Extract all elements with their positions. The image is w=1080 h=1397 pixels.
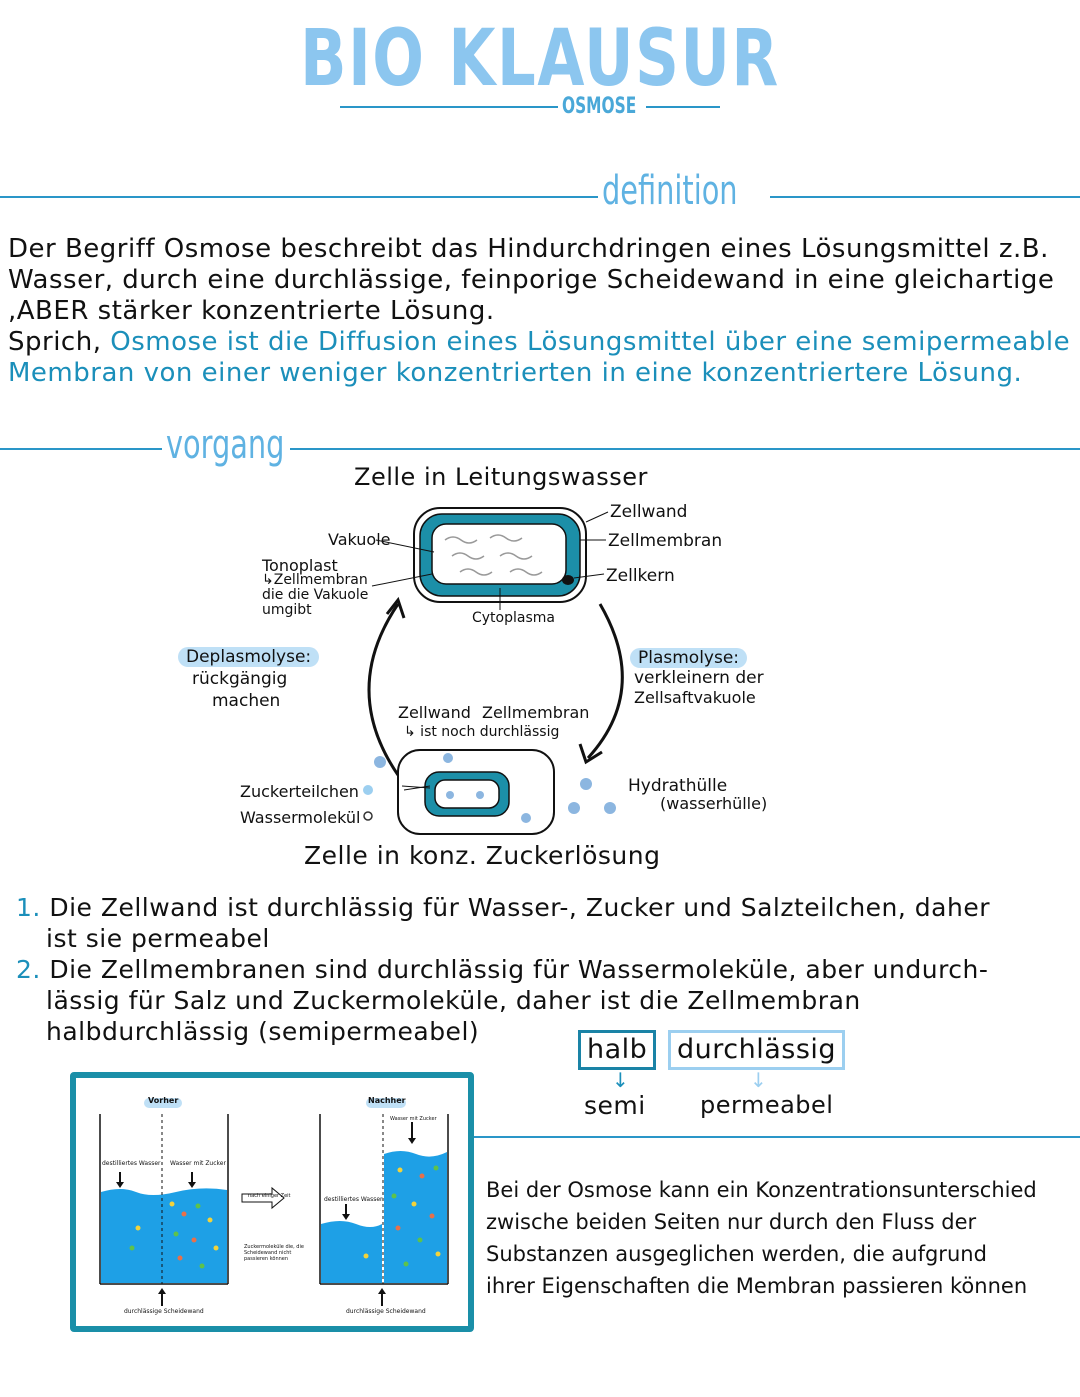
fig-scheidewand-right: durchlässige Scheidewand (346, 1308, 426, 1315)
deplasmolyse-line: machen (212, 691, 281, 711)
fig-wasser-zucker-right: Wasser mit Zucker (390, 1116, 437, 1122)
list-text: ist sie permeabel (46, 924, 270, 953)
top-cell-nucleus (562, 575, 574, 585)
diagram-bottom-title: Zelle in konz. Zuckerlösung (304, 841, 661, 870)
numbered-list: 1. Die Zellwand ist durchlässig für Wass… (16, 892, 1076, 1047)
label-zellkern: Zellkern (606, 566, 675, 586)
definition-line: ,ABER stärker konzentrierte Lösung. (8, 296, 495, 326)
definition-line: Der Begriff Osmose beschreibt das Hindur… (8, 234, 1049, 264)
vorgang-heading: vorgang (166, 422, 285, 468)
fig-wasser-zucker-left: Wasser mit Zucker (170, 1160, 226, 1167)
fig-nach-zeit: nach einiger Zeit (248, 1193, 291, 1199)
word-halb: halb (578, 1030, 657, 1070)
definition-rule-left (0, 196, 598, 198)
tonoplast-line: ↳Zellmembran (262, 572, 368, 588)
diagram-top-title: Zelle in Leitungswasser (354, 463, 648, 491)
label-zellwand: Zellwand (610, 502, 688, 522)
legend-zuckerteilchen: Zuckerteilchen (240, 782, 359, 801)
conclusion-line: Bei der Osmose kann ein Konzentrationsun… (486, 1178, 1037, 1202)
label-bottom-zellwand: Zellwand (398, 703, 471, 722)
label-zellmembran: Zellmembran (608, 531, 723, 551)
plasmolyse-line: Zellsaftvakuole (634, 688, 756, 707)
fig-destilliertes-left: destilliertes Wasser (102, 1160, 161, 1167)
deplasmolyse-line: rückgängig (192, 669, 288, 689)
list-text: lässig für Salz und Zuckermoleküle, dahe… (46, 986, 861, 1015)
conclusion-rule (472, 1136, 1080, 1138)
label-hydrathuelle: Hydrathülle (628, 776, 728, 796)
fig-nachher: Nachher (368, 1096, 406, 1105)
list-item: 1. Die Zellwand ist durchlässig für Wass… (16, 892, 1076, 923)
word-permeabel: permeabel (700, 1091, 834, 1119)
arrow-down-icon: ↓ (750, 1068, 767, 1092)
osmosis-figure-drawing (99, 1098, 449, 1306)
osmosis-figure: Vorher Nachher destilliertes Wasser Wass… (70, 1072, 474, 1332)
fig-scheidewand-left: durchlässige Scheidewand (124, 1308, 204, 1315)
list-number: 2. (16, 955, 41, 984)
cell-diagram (363, 507, 624, 835)
conclusion-line: ihrer Eigenschaften die Membran passiere… (486, 1274, 1028, 1298)
tonoplast-line: die die Vakuole (262, 587, 369, 603)
definition-prefix: Sprich, (8, 327, 111, 357)
plasmolyse-line: verkleinern der (634, 668, 764, 688)
conclusion-line: zwische beiden Seiten nur durch den Flus… (486, 1210, 977, 1234)
label-vakuole: Vakuole (328, 530, 391, 549)
tonoplast-line: Tonoplast (262, 556, 338, 575)
fig-zucker-note-line: Scheidewand nicht (244, 1250, 292, 1256)
arrow-down-icon: ↓ (612, 1068, 629, 1092)
fig-zucker-note-line: passieren können (244, 1256, 289, 1262)
list-text: Die Zellwand ist durchlässig für Wasser-… (49, 893, 990, 922)
label-bottom-zellmembran: Zellmembran (482, 703, 590, 722)
fig-zucker-note-line: Zuckermoleküle die, die (244, 1244, 304, 1250)
word-durchlaessig: durchlässig (668, 1030, 846, 1070)
definition-text: Der Begriff Osmose beschreibt das Hindur… (8, 234, 1080, 389)
label-tonoplast: Tonoplast ↳Zellmembran die die Vakuole u… (262, 558, 368, 618)
conclusion-line: Substanzen ausgeglichen werden, die aufg… (486, 1242, 987, 1266)
list-text: halbdurchlässig (semipermeabel) (46, 1017, 480, 1046)
deplasmolyse-title: Deplasmolyse: (178, 647, 320, 667)
definition-highlight: Osmose ist die Diffusion eines Lösungsmi… (110, 327, 1071, 357)
definition-line: Wasser, durch eine durchlässige, feinpor… (8, 265, 1055, 295)
definition-heading: definition (602, 168, 738, 214)
conclusion-text: Bei der Osmose kann ein Konzentrationsun… (486, 1174, 1080, 1302)
label-bottom-note: ↳ ist noch durchlässig (404, 724, 560, 740)
definition-highlight: Membran von einer weniger konzentrierten… (8, 358, 1023, 388)
list-item: 2. Die Zellmembranen sind durchlässig fü… (16, 954, 1076, 985)
list-number: 1. (16, 893, 41, 922)
page-title: BIO KLAUSUR (300, 14, 780, 104)
fig-destilliertes-right: destilliertes Wasser (324, 1196, 383, 1203)
label-cytoplasma: Cytoplasma (472, 610, 555, 626)
bottom-cell-vacuole (434, 779, 500, 809)
definition-line: Sprich, Osmose ist die Diffusion eines L… (8, 327, 1080, 358)
list-text: Die Zellmembranen sind durchlässig für W… (49, 955, 989, 984)
tonoplast-line: umgibt (262, 602, 312, 618)
top-cell-vacuole (431, 523, 567, 585)
subtitle: OSMOSE (340, 94, 720, 120)
fig-vorher: Vorher (148, 1096, 179, 1105)
label-wasserhuelle: (wasserhülle) (660, 794, 768, 813)
word-semi: semi (584, 1091, 646, 1120)
vorgang-rule-right (290, 448, 1080, 450)
fig-zucker-note: Zuckermoleküle die, die Scheidewand nich… (244, 1244, 304, 1262)
vorgang-rule-left (0, 448, 162, 450)
label-deplasmolyse: Deplasmolyse: rückgängig machen (178, 646, 320, 712)
label-plasmolyse: Plasmolyse: verkleinern der Zellsaftvaku… (630, 648, 764, 708)
definition-rule-right (770, 196, 1080, 198)
legend-wassermolekuel: Wassermolekül (240, 808, 361, 827)
plasmolyse-title: Plasmolyse: (630, 648, 748, 668)
subtitle-text: OSMOSE (562, 94, 637, 119)
